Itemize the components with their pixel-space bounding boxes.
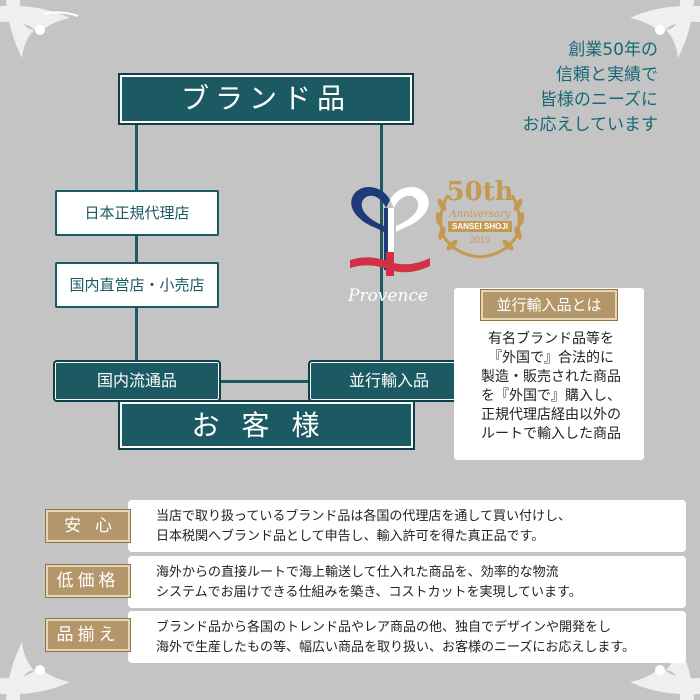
tagline-line: 信頼と実績で [556,65,658,85]
laurel-wreath-icon [435,194,525,259]
tagline-line: お応えしています [522,115,659,135]
provence-logo: Provence [340,178,440,308]
info-line: 有名ブランド品等を [488,331,614,347]
info-line: ルートで輸入した商品 [481,426,621,442]
feature-line: システムでお届けできる仕組みを築き、コストカットを実現しています。 [156,585,582,600]
info-line: を『外国で』購入し、 [481,388,621,404]
feature-low-price: 海外からの直接ルートで海上輸送して仕入れた商品を、効率的な物流 システムでお届け… [128,556,686,608]
feature-line: 海外で生産したもの等、幅広い商品を取り扱い、お客様のニーズにお応えします。 [156,640,636,655]
brand-title-box: ブランド品 [118,73,414,125]
corner-ornament [0,0,79,58]
info-line: 正規代理店経由以外の [481,407,621,423]
feature-selection: ブランド品から各国のトレンド品やレア商品の他、独自でデザインや開発をし 海外で生… [128,611,686,663]
feature-line: 当店で取り扱っているブランド品は各国の代理店を通して買い付けし、 [156,509,571,524]
heart-logo-icon [350,186,430,276]
corner-ornament [630,0,700,58]
connector-bottom [218,380,310,383]
japan-agent-box: 日本正規代理店 [55,190,219,236]
feature-label-selection: 品揃え [45,618,131,652]
badge-word: Anniversary [449,209,511,220]
feature-line: ブランド品から各国のトレンド品やレア商品の他、独自でデザインや開発をし [156,620,612,635]
corner-ornament [630,642,700,700]
info-body: 有名ブランド品等を 『外国で』合法的に 製造・販売された商品 を『外国で』購入し… [462,330,640,444]
badge-year: 2019 [469,235,491,245]
badge-name: SANSEI SHOJI [451,222,508,231]
feature-label-low-price: 低価格 [45,564,131,598]
parallel-import-box: 並行輸入品 [308,360,470,402]
logo-text: Provence [348,286,428,306]
domestic-distribution-box: 国内流通品 [53,360,221,402]
feature-label-safety: 安心 [45,509,131,543]
anniversary-badge: 50th Anniversary SANSEI SHOJI 2019 [430,175,530,265]
tagline: 創業50年の 信頼と実績で 皆様のニーズに お応えしています [398,38,659,138]
feature-safety: 当店で取り扱っているブランド品は各国の代理店を通して買い付けし、 日本税関へブラ… [128,500,686,552]
feature-line: 海外からの直接ルートで海上輸送して仕入れた商品を、効率的な物流 [156,565,559,580]
badge-number: 50th [446,177,514,207]
customer-box: お客様 [118,400,415,450]
info-line: 製造・販売された商品 [481,369,621,385]
tagline-line: 創業50年の [568,40,658,60]
info-line: 『外国で』合法的に [488,350,614,366]
feature-line: 日本税関へブランド品として申告し、輸入許可を得た真正品です。 [156,529,545,544]
domestic-store-box: 国内直営店・小売店 [55,262,219,308]
info-title: 並行輸入品とは [480,289,618,321]
tagline-line: 皆様のニーズに [539,90,658,110]
corner-ornament [0,642,70,700]
connector-right [380,123,383,363]
